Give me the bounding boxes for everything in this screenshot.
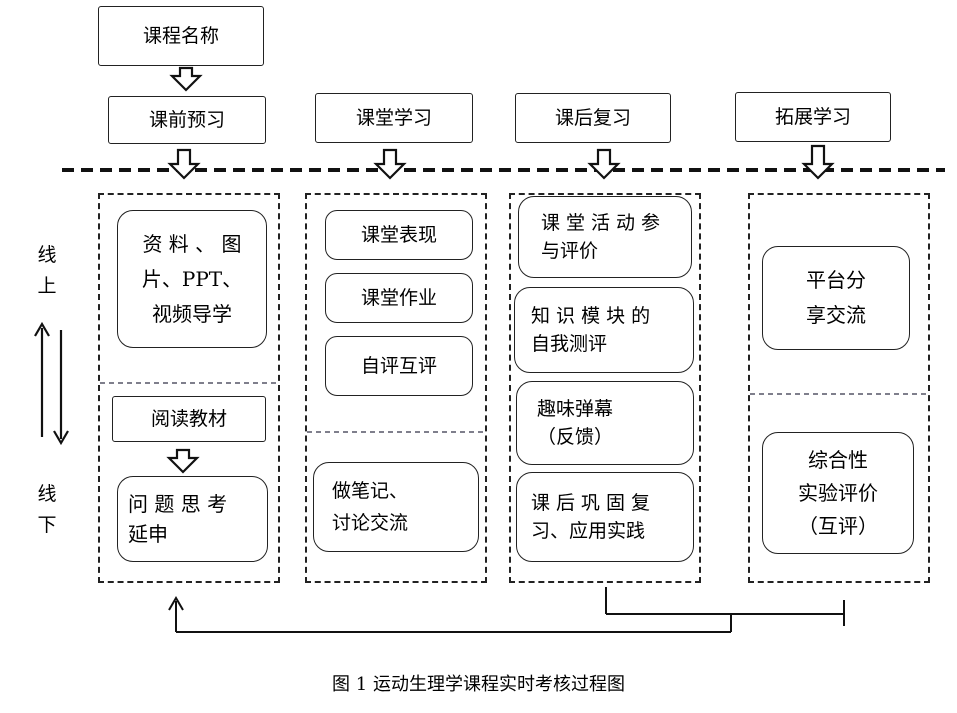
activity-eval-box: 课堂活动参 与评价: [518, 196, 692, 278]
offline-label: 线 下: [37, 483, 57, 536]
stage-box-preview: 课前预习: [108, 96, 266, 144]
class-performance-box: 课堂表现: [325, 210, 473, 260]
hollow-down-arrow-icon: [801, 144, 835, 180]
stage-box-review: 课后复习: [515, 93, 671, 143]
stage-label: 拓展学习: [774, 105, 851, 128]
consolidation-practice-box: 课后巩固复 习、应用实践: [516, 472, 694, 562]
stage-label: 课后复习: [554, 106, 631, 129]
down-arrow-icon: [53, 330, 69, 446]
column-classroom: [305, 193, 487, 583]
stage-label: 课前预习: [148, 108, 225, 131]
hollow-down-arrow-icon: [587, 148, 621, 180]
online-label: 线 上: [37, 244, 57, 297]
hollow-down-arrow-icon: [373, 148, 407, 180]
stage-box-classroom: 课堂学习: [315, 93, 473, 143]
hollow-down-arrow-icon: [166, 448, 200, 474]
notes-discussion-box: 做笔记、 讨论交流: [313, 462, 479, 552]
question-thinking-box: 问 题 思 考 延申: [117, 476, 268, 562]
stage-box-extension: 拓展学习: [735, 92, 891, 142]
course-name-label: 课程名称: [142, 24, 219, 47]
platform-share-box: 平台分 享交流: [762, 246, 910, 350]
class-homework-box: 课堂作业: [325, 273, 473, 323]
comprehensive-eval-box: 综合性 实验评价 （互评）: [762, 432, 914, 554]
column-preview: [98, 193, 280, 583]
materials-guide-box: 资 料 、 图 片、PPT、 视频导学: [117, 210, 267, 348]
column-review: [509, 193, 701, 583]
hollow-down-arrow-icon: [169, 66, 203, 92]
column-extension: [748, 193, 930, 583]
up-arrow-icon: [34, 321, 50, 437]
figure-caption: 图 1 运动生理学课程实时考核过程图: [332, 674, 625, 695]
danmaku-feedback-box: 趣味弹幕 （反馈）: [516, 381, 694, 465]
read-textbook-box: 阅读教材: [112, 396, 266, 442]
feedback-loop-connector: [168, 587, 845, 633]
course-name-box: 课程名称: [98, 6, 264, 66]
self-peer-eval-box: 自评互评: [325, 336, 473, 396]
hollow-down-arrow-icon: [167, 148, 201, 180]
self-test-box: 知 识 模 块 的 自我测评: [514, 287, 694, 373]
stage-label: 课堂学习: [355, 106, 432, 129]
